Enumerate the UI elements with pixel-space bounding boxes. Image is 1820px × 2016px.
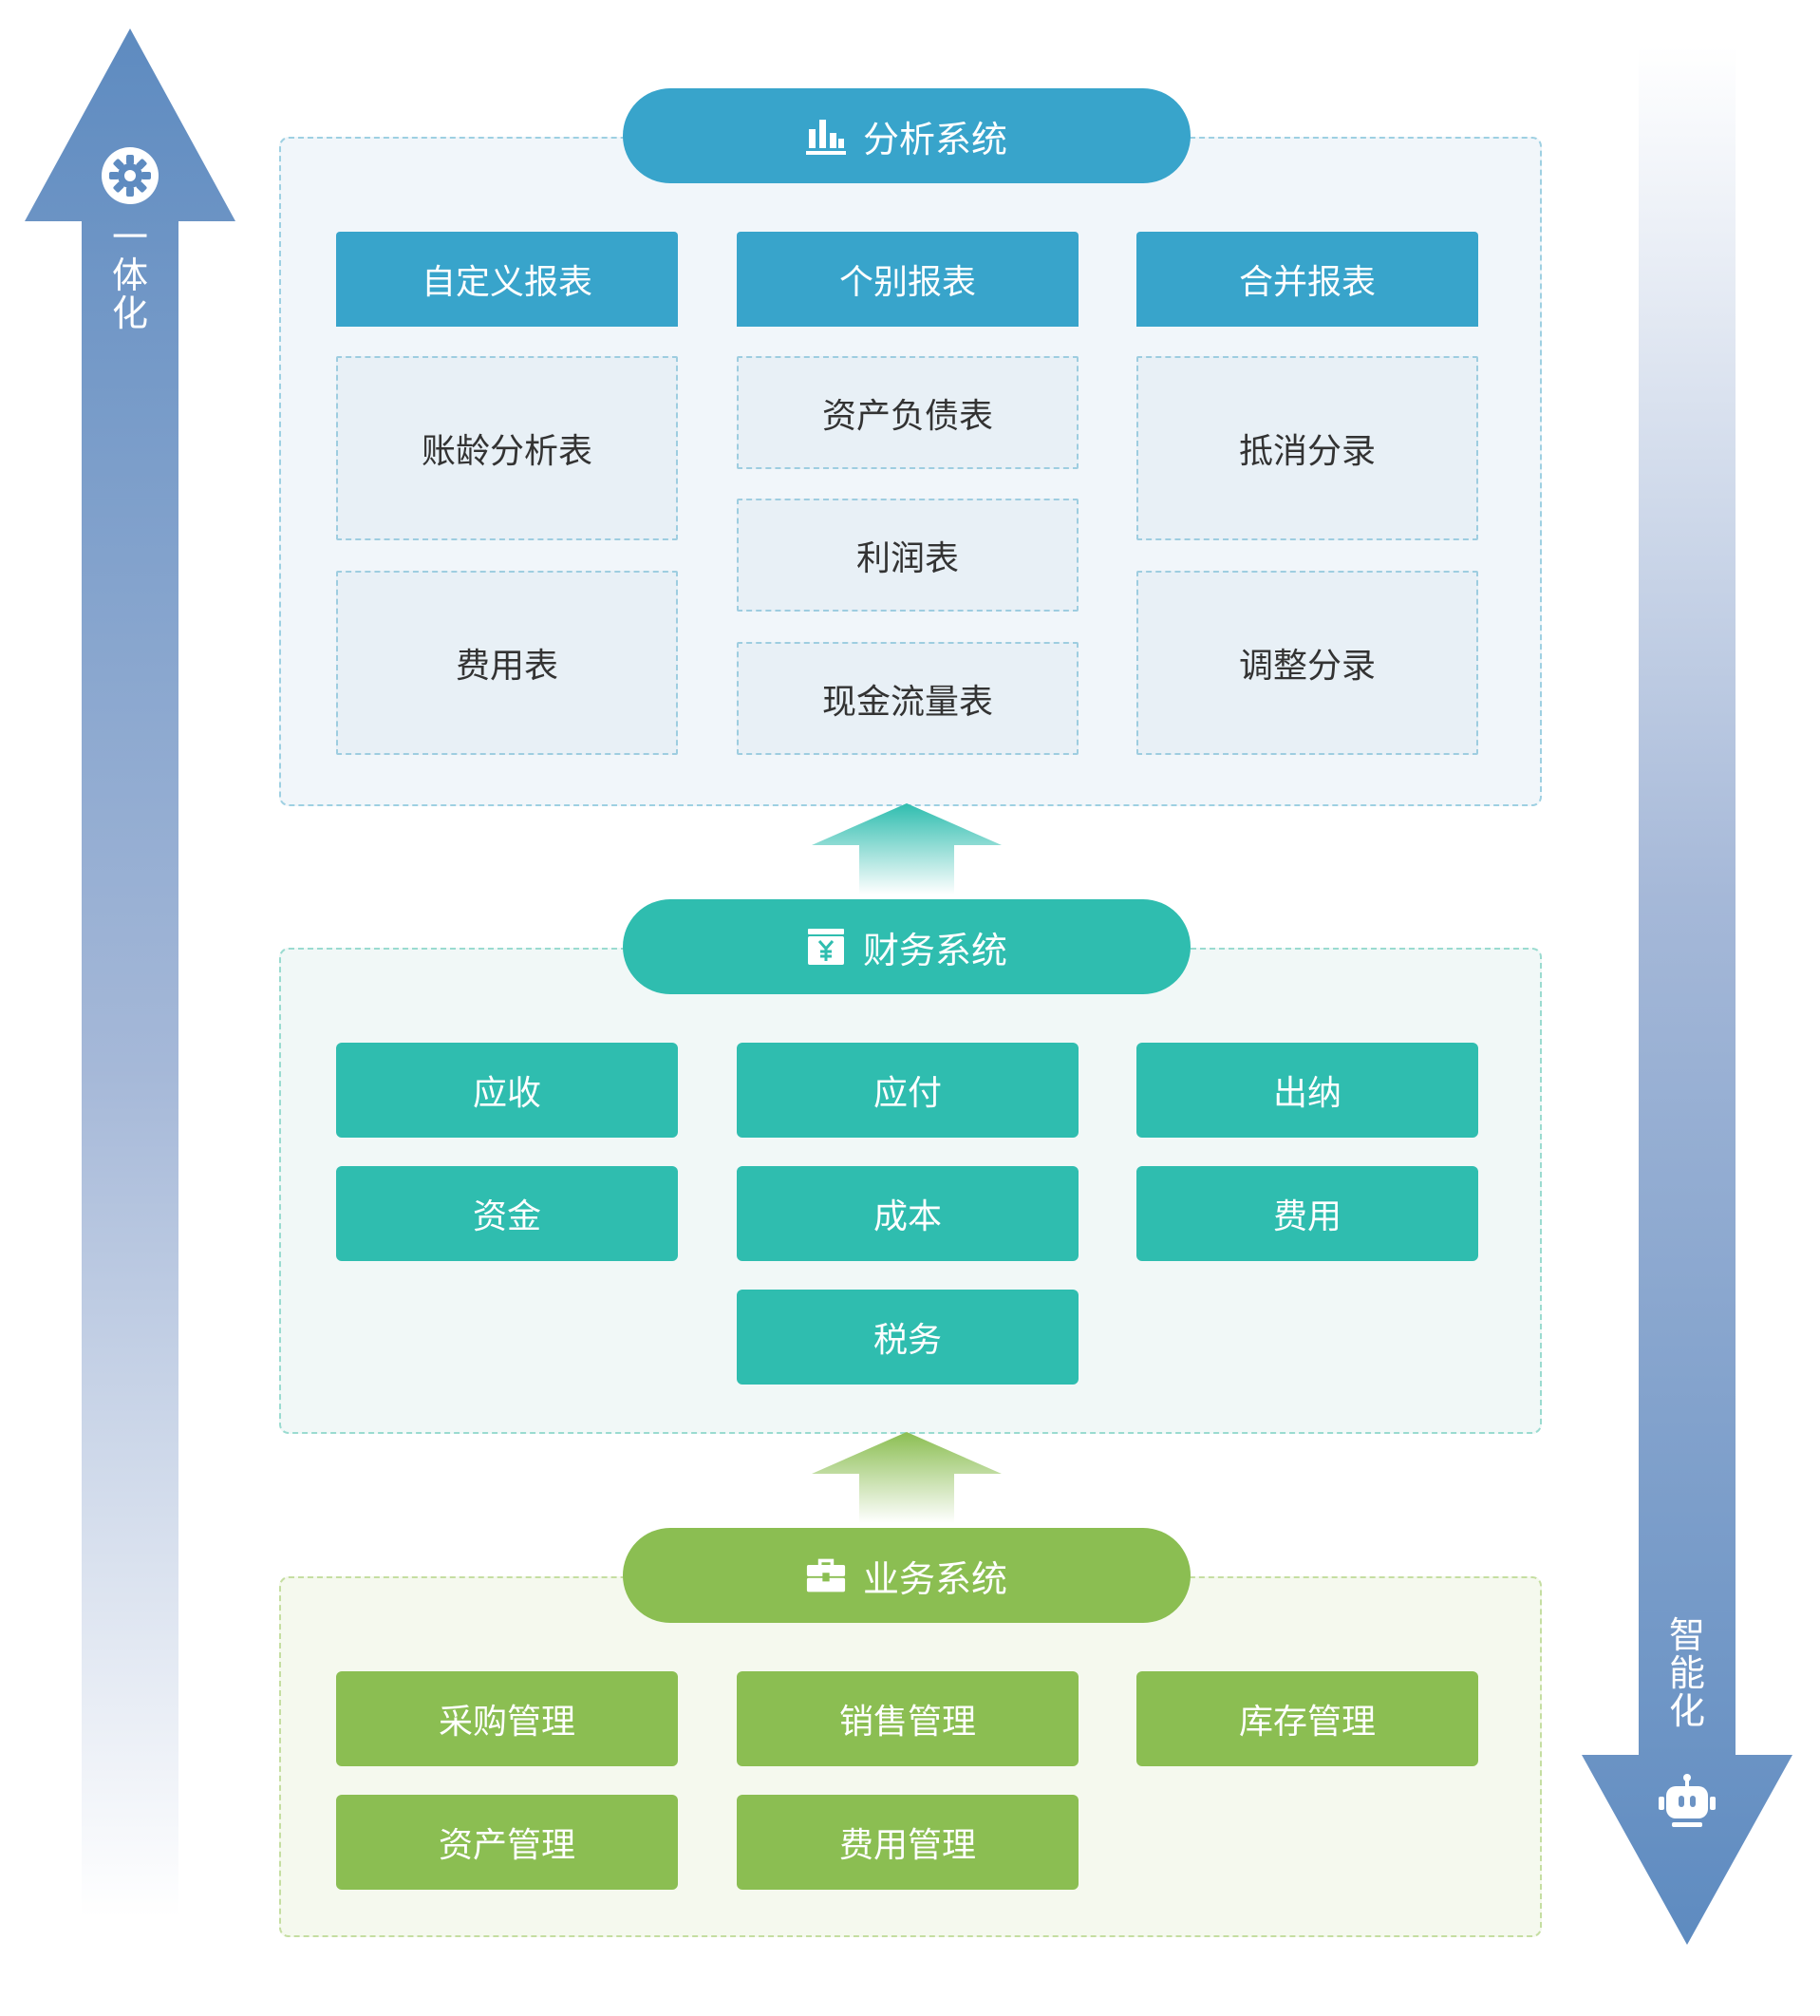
briefcase-icon (806, 1555, 846, 1595)
finance-module: 出纳 (1136, 1043, 1478, 1138)
finance-module: 费用 (1136, 1166, 1478, 1261)
report-item: 资产负债表 (737, 356, 1079, 469)
finance-module: 应收 (336, 1043, 678, 1138)
label-char: 一 (111, 217, 148, 258)
finance-system-title: 财务系统 (623, 899, 1191, 994)
gear-icon (101, 146, 159, 205)
finance-module: 税务 (737, 1290, 1079, 1385)
business-module: 费用管理 (737, 1795, 1079, 1890)
label-char: 能 (1668, 1652, 1705, 1694)
business-title-text: 业务系统 (862, 1557, 1007, 1600)
label-char: 化 (1668, 1690, 1705, 1732)
report-item: 现金流量表 (737, 642, 1079, 755)
finance-module: 资金 (336, 1166, 678, 1261)
yen-box-icon (806, 927, 846, 967)
report-header-individual: 个别报表 (737, 232, 1079, 327)
analysis-system-title: 分析系统 (623, 88, 1191, 183)
label-char: 化 (111, 292, 148, 334)
finance-title-text: 财务系统 (862, 929, 1007, 971)
finance-module: 成本 (737, 1166, 1079, 1261)
intelligence-arrow (1582, 46, 1792, 1945)
finance-module: 应付 (737, 1043, 1079, 1138)
report-item: 账龄分析表 (336, 356, 678, 540)
business-module: 采购管理 (336, 1671, 678, 1766)
report-item: 调整分录 (1136, 571, 1478, 755)
bar-chart-icon (805, 116, 846, 156)
up-arrow-teal (812, 803, 1002, 895)
business-module: 库存管理 (1136, 1671, 1478, 1766)
business-module: 销售管理 (737, 1671, 1079, 1766)
analysis-title-text: 分析系统 (862, 118, 1007, 160)
up-arrow-green (812, 1432, 1002, 1523)
robot-icon (1657, 1772, 1717, 1831)
intelligence-label: 智 能 化 (1659, 1616, 1716, 1730)
integration-arrow (25, 28, 235, 1918)
report-item: 抵消分录 (1136, 356, 1478, 540)
report-item: 利润表 (737, 499, 1079, 612)
report-header-consolidated: 合并报表 (1136, 232, 1478, 327)
report-header-custom: 自定义报表 (336, 232, 678, 327)
label-char: 体 (111, 254, 148, 296)
label-char: 智 (1668, 1614, 1705, 1656)
business-system-title: 业务系统 (623, 1528, 1191, 1623)
integration-label: 一 体 化 (102, 218, 159, 332)
business-module: 资产管理 (336, 1795, 678, 1890)
report-item: 费用表 (336, 571, 678, 755)
